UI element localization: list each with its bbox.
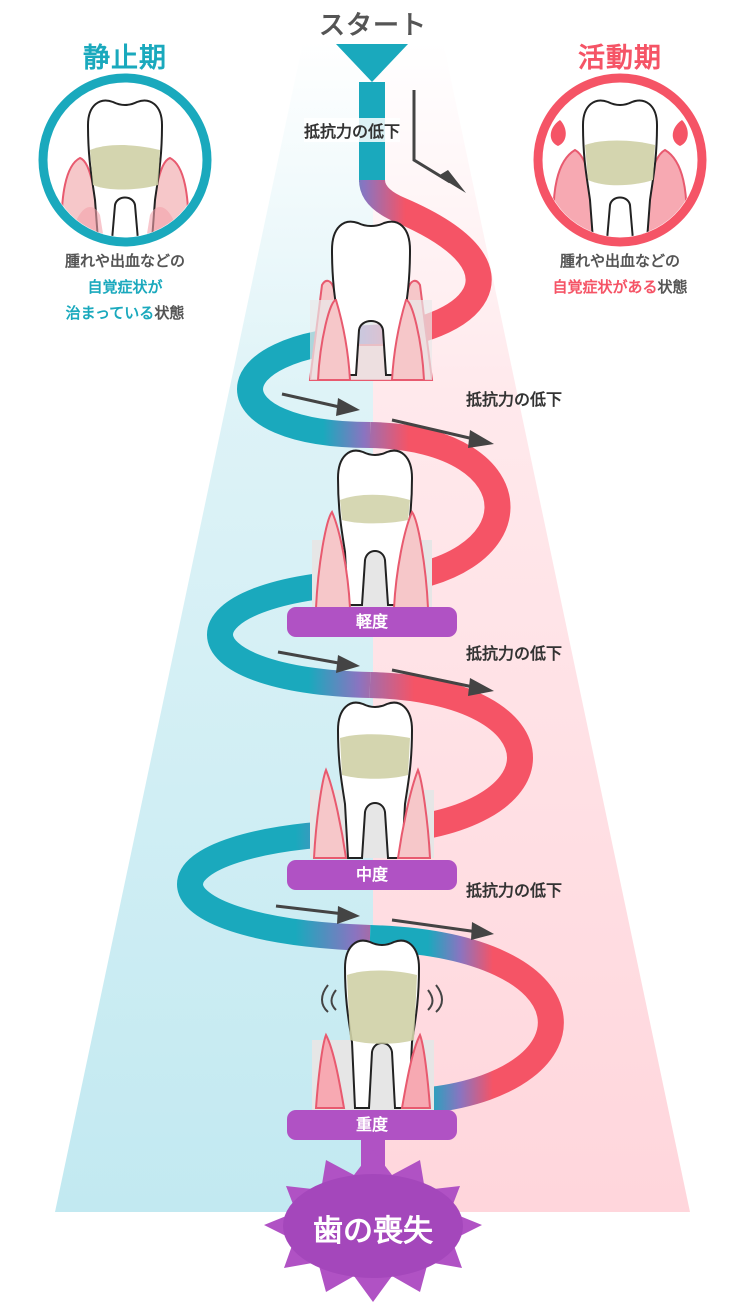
blood-drop-icon: [672, 120, 688, 146]
active-desc-line1: 腫れや出血などの: [559, 252, 680, 270]
arrow-icon: [391, 418, 479, 442]
active-phase-title: 活動期: [578, 43, 662, 74]
rest-phase-description: 腫れや出血などの 自覚症状が 治まっている状態: [20, 248, 230, 326]
active-desc-tail: 状態: [657, 278, 688, 296]
arrow-icon: [275, 904, 345, 916]
resistance-label-3: 抵抗力の低下: [466, 644, 563, 663]
active-phase-description: 腫れや出血などの 自覚症状がある状態: [510, 248, 730, 300]
final-label: 歯の喪失: [313, 1214, 433, 1249]
stage-mild-tooth: [312, 449, 432, 609]
arrow-icon: [391, 918, 479, 934]
stage-badge-severe: 重度: [287, 1110, 457, 1140]
start-label: スタート: [318, 11, 427, 41]
stage-badge-mild: 軽度: [287, 607, 457, 637]
rest-desc-highlight: 治まっている: [65, 304, 155, 322]
active-phase-area: [373, 42, 690, 1212]
blood-drop-icon: [550, 120, 566, 146]
stage-moderate-tooth: [310, 701, 434, 859]
resistance-arrows: [275, 90, 479, 934]
arrow-icon: [281, 392, 345, 410]
rest-desc-tail: 状態: [154, 304, 185, 322]
rest-phase-illustration: [38, 73, 212, 247]
start-funnel: [336, 44, 408, 82]
shake-mark-icon: [321, 984, 443, 1013]
stage-badge-moderate: 中度: [287, 860, 457, 890]
arrow-icon: [277, 650, 345, 666]
resistance-label-2: 抵抗力の低下: [466, 390, 563, 409]
rest-phase-title: 静止期: [83, 43, 167, 74]
resistance-label-1: 抵抗力の低下: [304, 118, 401, 142]
active-phase-illustration: [533, 73, 707, 247]
rest-desc-line1: 腫れや出血などの: [64, 252, 185, 270]
rest-desc-line2: 自覚症状が: [87, 278, 163, 296]
resistance-label-4: 抵抗力の低下: [466, 881, 563, 900]
stage-healthy-tooth: [308, 220, 434, 381]
arrow-icon: [391, 668, 479, 690]
arrow-icon: [412, 90, 451, 184]
active-desc-highlight: 自覚症状がある: [552, 278, 658, 296]
stage-severe-tooth: [312, 939, 443, 1110]
